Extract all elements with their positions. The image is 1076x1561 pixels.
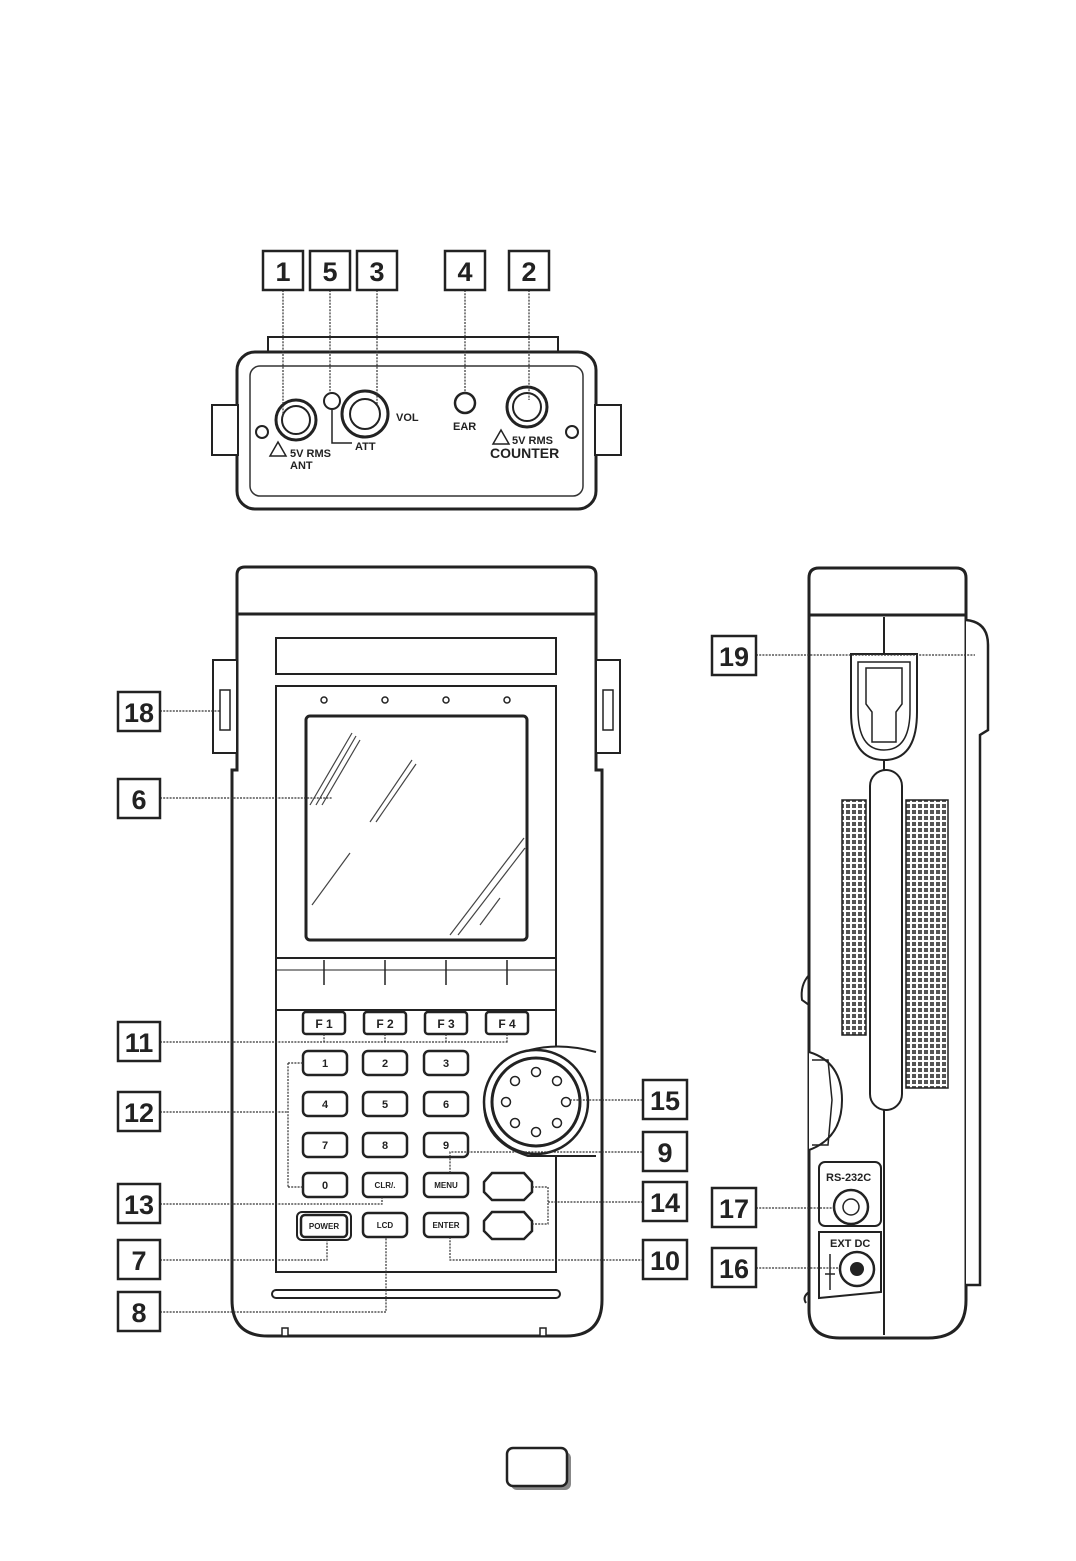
ear-jack bbox=[455, 393, 475, 413]
f3-key[interactable]: F 3 bbox=[425, 1012, 467, 1034]
callout-16-number: 16 bbox=[719, 1254, 749, 1284]
callout-4: 4 bbox=[445, 251, 485, 290]
clr-key[interactable]: CLR/. bbox=[363, 1173, 407, 1197]
callout-19: 19 bbox=[712, 636, 756, 675]
callout-4-number: 4 bbox=[457, 257, 472, 287]
key-5-label: 5 bbox=[382, 1099, 388, 1111]
callout-13: 13 bbox=[118, 1184, 160, 1223]
rs232c-label: RS-232C bbox=[826, 1172, 871, 1184]
callout-8-number: 8 bbox=[131, 1298, 146, 1328]
f3-key-label: F 3 bbox=[437, 1017, 455, 1031]
key-9-label: 9 bbox=[443, 1140, 449, 1152]
callout-10: 10 bbox=[643, 1240, 687, 1279]
f4-key-label: F 4 bbox=[498, 1017, 516, 1031]
callout-16: 16 bbox=[712, 1248, 756, 1287]
att-knob bbox=[324, 393, 340, 409]
callout-15-number: 15 bbox=[650, 1086, 680, 1116]
down-arrow-key[interactable] bbox=[484, 1212, 532, 1239]
speaker-grille bbox=[906, 800, 948, 1088]
ant-warning-label: 5V RMS bbox=[290, 448, 331, 460]
vol-label: VOL bbox=[396, 412, 419, 424]
f2-key[interactable]: F 2 bbox=[364, 1012, 406, 1034]
key-4[interactable]: 4 bbox=[303, 1092, 347, 1116]
f1-key[interactable]: F 1 bbox=[303, 1012, 345, 1034]
key-2[interactable]: 2 bbox=[363, 1051, 407, 1075]
top-panel: 5V RMS ANT ATT VOL EAR 5V RMS COUNTER bbox=[212, 337, 621, 509]
key-6[interactable]: 6 bbox=[424, 1092, 468, 1116]
callout-17-number: 17 bbox=[719, 1194, 749, 1224]
callout-18-number: 18 bbox=[124, 698, 154, 728]
callout-1: 1 bbox=[263, 251, 303, 290]
key-7-label: 7 bbox=[322, 1140, 328, 1152]
up-arrow-key[interactable] bbox=[484, 1173, 532, 1200]
callout-14: 14 bbox=[643, 1182, 687, 1221]
key-1[interactable]: 1 bbox=[303, 1051, 347, 1075]
key-2-label: 2 bbox=[382, 1058, 388, 1070]
page-number-box bbox=[507, 1448, 571, 1490]
lcd-key-label: LCD bbox=[377, 1221, 394, 1230]
ant-label: ANT bbox=[290, 460, 313, 472]
callout-12: 12 bbox=[118, 1092, 160, 1131]
callout-5: 5 bbox=[310, 251, 350, 290]
counter-label: COUNTER bbox=[490, 445, 559, 461]
callout-6-number: 6 bbox=[131, 785, 146, 815]
callout-11: 11 bbox=[118, 1022, 160, 1061]
callout-19-number: 19 bbox=[719, 642, 749, 672]
menu-key[interactable]: MENU bbox=[424, 1173, 468, 1197]
key-8-label: 8 bbox=[382, 1140, 388, 1152]
callout-8: 8 bbox=[118, 1292, 160, 1331]
key-6-label: 6 bbox=[443, 1099, 449, 1111]
f4-key[interactable]: F 4 bbox=[486, 1012, 528, 1034]
f1-key-label: F 1 bbox=[315, 1017, 333, 1031]
power-key-label: POWER bbox=[309, 1222, 339, 1231]
enter-key[interactable]: ENTER bbox=[424, 1213, 468, 1237]
key-3-label: 3 bbox=[443, 1058, 449, 1070]
callout-5-number: 5 bbox=[322, 257, 337, 287]
enter-key-label: ENTER bbox=[432, 1221, 459, 1230]
key-4-label: 4 bbox=[322, 1099, 329, 1111]
callout-15: 15 bbox=[643, 1080, 687, 1119]
callout-1-number: 1 bbox=[275, 257, 290, 287]
key-7[interactable]: 7 bbox=[303, 1133, 347, 1157]
callout-9-number: 9 bbox=[657, 1138, 672, 1168]
callout-17: 17 bbox=[712, 1188, 756, 1227]
menu-key-label: MENU bbox=[434, 1181, 458, 1190]
key-8[interactable]: 8 bbox=[363, 1133, 407, 1157]
front-panel: F 1 F 2 F 3 F 4 1 2 3 4 5 6 7 8 bbox=[213, 567, 620, 1336]
callout-3: 3 bbox=[357, 251, 397, 290]
lcd-key[interactable]: LCD bbox=[363, 1213, 407, 1237]
ear-label: EAR bbox=[453, 421, 476, 433]
callout-13-number: 13 bbox=[124, 1190, 154, 1220]
clr-key-label: CLR/. bbox=[375, 1181, 396, 1190]
callout-2-number: 2 bbox=[521, 257, 536, 287]
key-5[interactable]: 5 bbox=[363, 1092, 407, 1116]
callout-7-number: 7 bbox=[131, 1246, 146, 1276]
callout-3-number: 3 bbox=[369, 257, 384, 287]
callout-18: 18 bbox=[118, 692, 160, 731]
side-panel: RS-232C EXT DC bbox=[802, 568, 988, 1338]
att-label: ATT bbox=[355, 441, 376, 453]
callout-7: 7 bbox=[118, 1240, 160, 1279]
power-key[interactable]: POWER bbox=[297, 1212, 351, 1240]
callout-11-number: 11 bbox=[125, 1028, 154, 1058]
f2-key-label: F 2 bbox=[376, 1017, 394, 1031]
callout-10-number: 10 bbox=[650, 1246, 680, 1276]
callout-2: 2 bbox=[509, 251, 549, 290]
callout-14-number: 14 bbox=[650, 1188, 680, 1218]
key-3[interactable]: 3 bbox=[424, 1051, 468, 1075]
callout-9: 9 bbox=[643, 1132, 687, 1171]
speaker-grille bbox=[842, 800, 866, 1035]
callout-6: 6 bbox=[118, 779, 160, 818]
callout-12-number: 12 bbox=[124, 1098, 154, 1128]
ext-dc-label: EXT DC bbox=[830, 1238, 870, 1250]
key-1-label: 1 bbox=[322, 1058, 328, 1070]
key-9[interactable]: 9 bbox=[424, 1133, 468, 1157]
key-0-label: 0 bbox=[322, 1180, 328, 1192]
key-0[interactable]: 0 bbox=[303, 1173, 347, 1197]
